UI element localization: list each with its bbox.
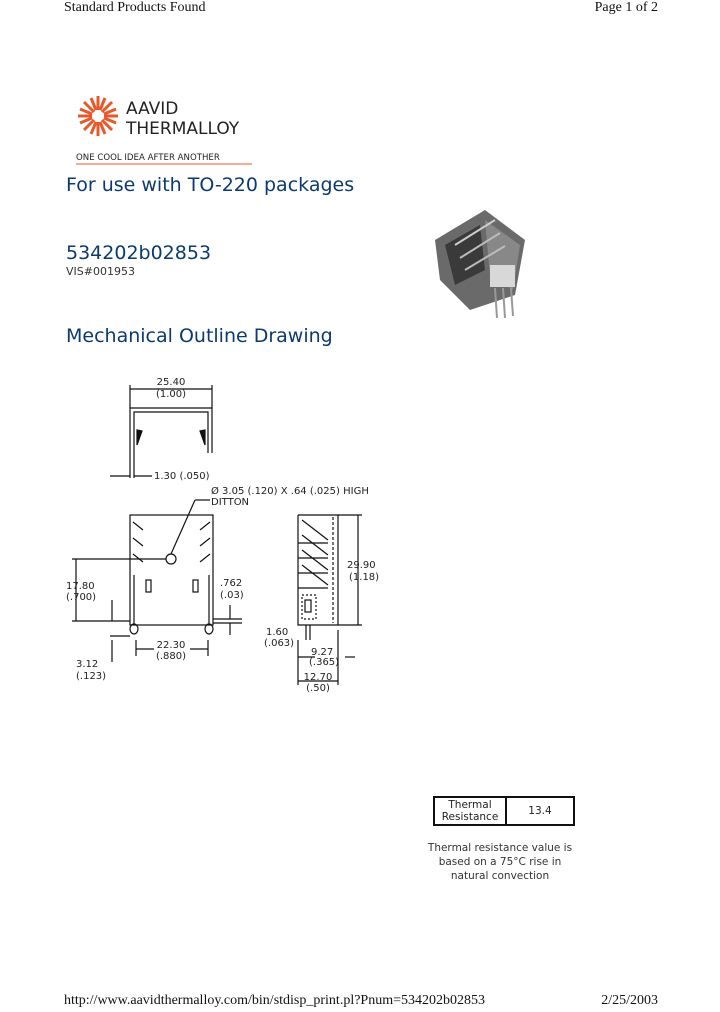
dim-pinw-mm: 1.60 [266,627,288,638]
dim-d1-mm: 9.27 [311,647,333,658]
logo-tagline: ONE COOL IDEA AFTER ANOTHER [76,153,220,163]
dim-span-mm: 22.30 [157,640,186,651]
dim-d2-mm: 12.70 [304,672,333,683]
footer-url[interactable]: http://www.aavidthermalloy.com/bin/stdis… [64,993,485,1008]
dim-pin-in: (.123) [76,671,106,682]
thermal-resistance-value: 13.4 [505,796,575,826]
dim-pinw-in: (.063) [264,638,294,649]
dim-pin-mm: 3.12 [76,659,98,670]
dim-gap-mm: .762 [220,578,242,589]
ditton-note-1: Ø 3.05 (.120) X .64 (.025) HIGH [211,485,369,497]
dim-height-in: (1.18) [349,572,379,583]
header-title: Standard Products Found [64,0,206,15]
ditton-note-2: DITTON [211,497,249,508]
dim-d2-in: (.50) [306,683,330,694]
thermal-note: Thermal resistance value is based on a 7… [427,842,573,882]
footer-date: 2/25/2003 [601,993,658,1008]
logo-line1: AAVID [126,99,178,119]
dim-h1-in: (.700) [66,592,96,603]
part-number: 534202b02853 [66,242,212,264]
sunburst-icon [78,96,118,136]
subtitle: For use with TO-220 packages [66,174,355,196]
dim-gap-in: (.03) [220,590,244,601]
dim-height-mm: 29.90 [347,560,376,571]
page-number: Page 1 of 2 [594,0,658,15]
section-title: Mechanical Outline Drawing [66,325,333,347]
dim-thickness: 1.30 (.050) [154,471,210,482]
product-photo [425,200,540,320]
vis-number: VIS#001953 [66,265,135,278]
dim-width-mm: 25.40 [157,377,186,388]
dim-span-in: (.880) [156,651,186,662]
dim-h1-mm: 17.80 [66,581,95,592]
aavid-thermalloy-logo: AAVID THERMALLOY ONE COOL IDEA AFTER ANO… [76,90,256,166]
dim-d1-in: (.365) [309,657,339,668]
logo-line2: THERMALLOY [125,119,240,139]
dim-width-in: (1.00) [156,389,186,400]
